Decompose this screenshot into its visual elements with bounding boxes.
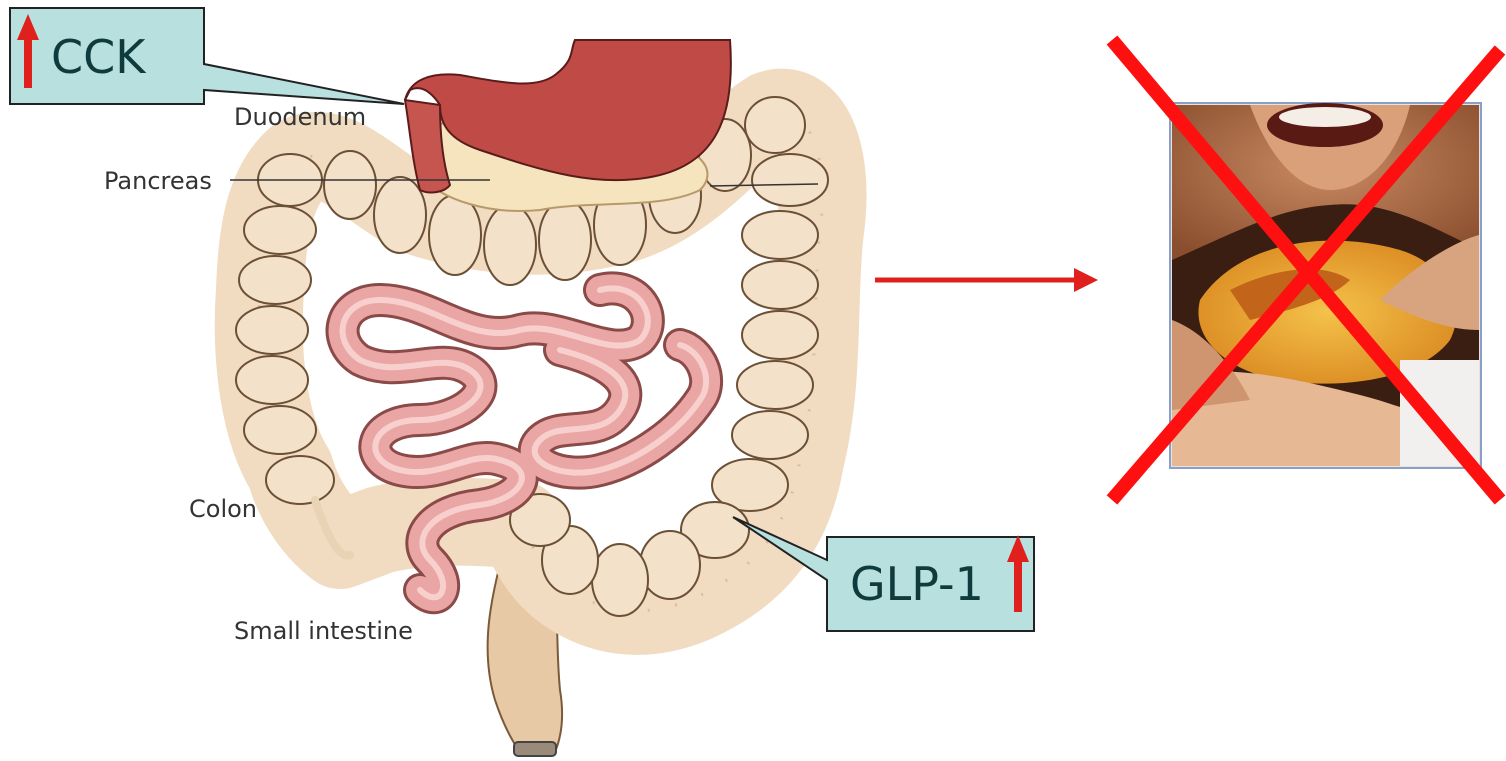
label-duodenum: Duodenum bbox=[234, 103, 366, 131]
cck-label: CCK bbox=[51, 30, 147, 84]
label-pancreas: Pancreas bbox=[104, 167, 212, 195]
right-arrow-icon bbox=[875, 268, 1098, 292]
label-small-intestine: Small intestine bbox=[234, 617, 413, 645]
cck-callout: CCK bbox=[10, 8, 404, 104]
glp1-arrow-shaft bbox=[1014, 560, 1022, 612]
rectum-end bbox=[514, 742, 556, 756]
glp1-label: GLP-1 bbox=[850, 557, 984, 611]
label-colon: Colon bbox=[189, 495, 257, 523]
cck-arrow-shaft bbox=[24, 38, 32, 88]
digestive-tract-illustration bbox=[236, 40, 828, 756]
